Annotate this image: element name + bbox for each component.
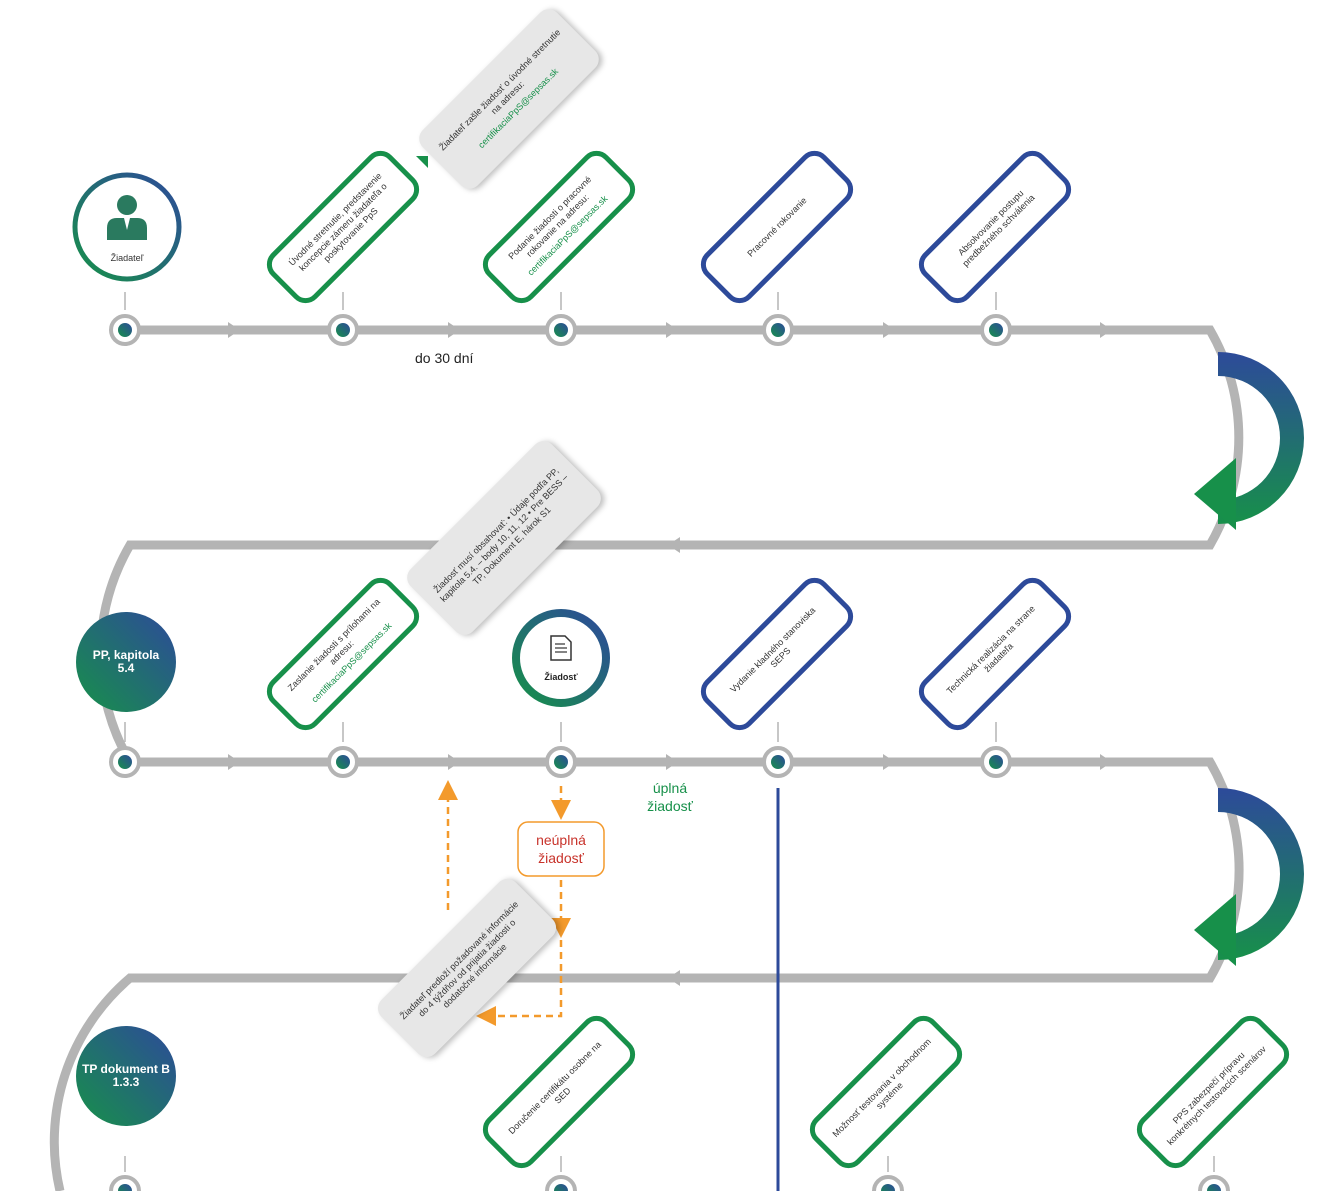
track-arrows [228,322,1112,986]
turn-arrow-2 [1194,788,1304,966]
request-label: Žiadosť [544,672,578,682]
start-circle-row2 [76,612,176,712]
duration-label: do 30 dní [415,350,474,366]
nodes [109,314,1230,1191]
document-icon [550,635,572,661]
incomplete-flow [438,780,571,1026]
applicant-circle [72,172,182,282]
request-circle [512,609,610,707]
turn-arrow-1 [1194,352,1304,530]
complete-label: úplná žiadosť [647,780,693,814]
start-circle-row3 [76,1026,176,1126]
start-label-row2: PP, kapitola 5.4 [92,648,160,675]
start-label-row3: TP dokument B 1.3.3 [82,1062,170,1089]
incomplete-box [517,821,605,877]
incomplete-label: neúplná žiadosť [536,832,586,866]
user-icon [117,195,137,215]
connectors [124,292,1215,1172]
applicant-label: Žiadateľ [110,253,144,263]
node [109,314,1230,1191]
